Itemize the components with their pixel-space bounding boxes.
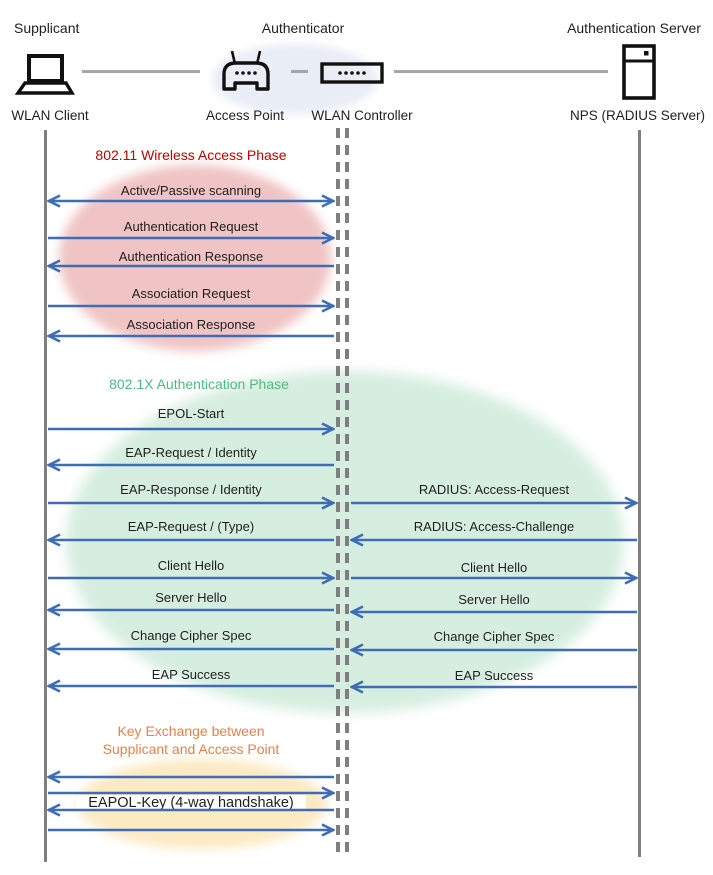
message-label: RADIUS: Access-Request: [418, 482, 570, 497]
message-label: EAP Success: [151, 667, 231, 682]
message-arrow-right: [47, 231, 335, 245]
message-arrow-left: [47, 533, 335, 547]
message-label: EAPOL-Key (4-way handshake): [47, 794, 335, 811]
message-arrow-left: [350, 533, 638, 547]
message-label: Association Response: [126, 317, 256, 332]
message-label: Change Cipher Spec: [130, 628, 252, 643]
message-arrow-both: [47, 194, 335, 208]
connector-ap-to-wlc: [291, 70, 308, 73]
message-arrow-left: [47, 679, 335, 693]
device-label-wlan-client: WLAN Client: [11, 108, 89, 123]
message-arrow-right: [47, 786, 335, 800]
message-label: Change Cipher Spec: [433, 629, 555, 644]
message-arrow-left: [47, 803, 335, 817]
message-arrow-left: [47, 458, 335, 472]
role-title-authentication-server: Authentication Server: [567, 20, 701, 36]
message-arrow-left: [47, 603, 335, 617]
phase-title-8021x: 802.1X Authentication Phase: [109, 376, 289, 392]
lifeline-wlan-client: [43, 130, 47, 862]
role-title-supplicant: Supplicant: [14, 20, 80, 36]
message-label: Server Hello: [155, 590, 227, 605]
message-arrow-right: [47, 496, 335, 510]
message-arrow-left: [350, 680, 638, 694]
lifeline-wlan-controller-inner: [345, 128, 349, 854]
device-label-access-point: Access Point: [205, 108, 285, 123]
lifeline-nps-server: [637, 130, 641, 857]
message-label: Authentication Request: [123, 219, 259, 234]
authenticator-group-ellipse: [212, 44, 378, 114]
message-arrow-left: [47, 642, 335, 656]
message-label: Active/Passive scanning: [120, 183, 262, 198]
message-arrow-left: [47, 259, 335, 273]
connector-client-to-ap: [82, 70, 200, 73]
phase-title-key-exchange-line1: Key Exchange between: [117, 723, 265, 739]
phase-title-key-exchange-line2: Supplicant and Access Point: [102, 741, 280, 757]
message-label: EAP Success: [454, 668, 534, 683]
laptop-icon: [14, 53, 76, 102]
message-label: Association Request: [131, 286, 251, 301]
lifeline-wlan-controller-outer: [336, 128, 340, 854]
message-label: EPOL-Start: [157, 406, 225, 421]
message-arrow-right: [350, 496, 638, 510]
message-label: EAP-Response / Identity: [120, 482, 262, 497]
message-label: Server Hello: [458, 592, 530, 607]
message-arrow-right: [47, 571, 335, 585]
message-label-box: EAPOL-Key (4-way handshake): [76, 795, 306, 811]
message-arrow-left: [350, 605, 638, 619]
message-arrow-right: [350, 571, 638, 585]
phase-ellipse-80211: [59, 165, 331, 351]
device-label-wlan-controller: WLAN Controller: [311, 108, 413, 123]
message-arrow-left: [47, 329, 335, 343]
server-icon: [622, 44, 656, 105]
phase-title-80211: 802.11 Wireless Access Phase: [95, 147, 287, 163]
phase-title-key-exchange: Key Exchange between Supplicant and Acce…: [47, 722, 335, 758]
connector-wlc-to-server: [394, 70, 608, 73]
message-label: Client Hello: [460, 560, 528, 575]
message-label: EAP-Request / Identity: [125, 445, 257, 460]
message-label: Authentication Response: [118, 249, 264, 264]
message-label: Client Hello: [157, 558, 225, 573]
message-arrow-right: [47, 299, 335, 313]
message-arrow-right: [47, 422, 335, 436]
access-point-icon: [220, 50, 272, 97]
message-label: RADIUS: Access-Challenge: [413, 519, 575, 534]
device-label-nps: NPS (RADIUS Server): [569, 108, 706, 123]
message-arrow-left: [47, 770, 335, 784]
message-arrow-left: [350, 643, 638, 657]
message-arrow-right: [47, 823, 335, 837]
wlan-controller-icon: [320, 62, 384, 89]
message-label: EAP-Request / (Type): [127, 519, 255, 534]
role-title-authenticator: Authenticator: [261, 20, 345, 36]
